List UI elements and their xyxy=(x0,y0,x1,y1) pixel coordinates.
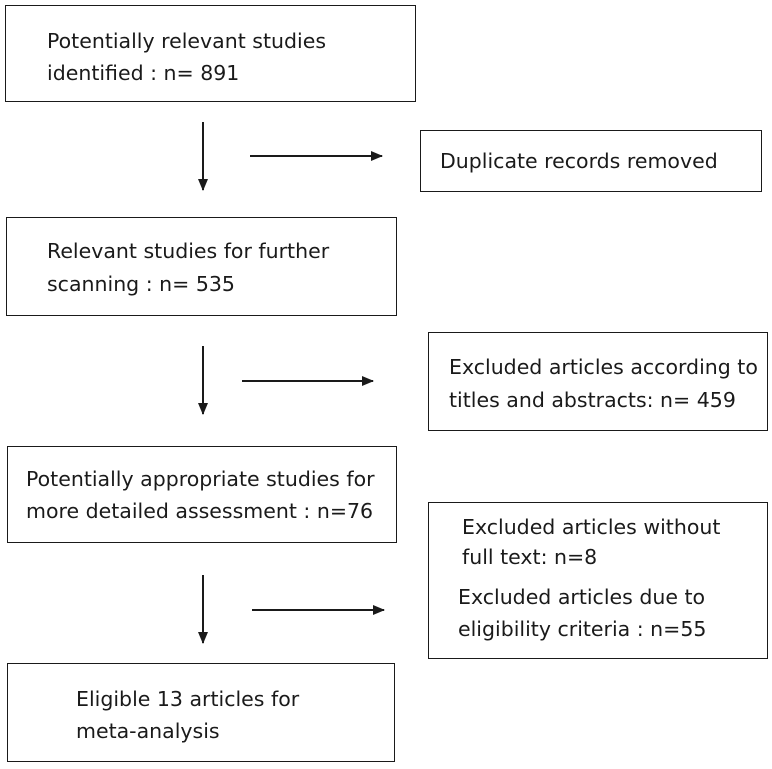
box-duplicates-removed xyxy=(420,130,762,192)
identified-line2: identified : n= 891 xyxy=(47,61,240,85)
excluded-eligibility-line1: Excluded articles due to xyxy=(458,585,706,609)
box-excluded-titles xyxy=(428,332,768,431)
excluded-titles-line1: Excluded articles according to xyxy=(449,355,758,379)
eligible-line2: meta-analysis xyxy=(76,719,220,743)
box-further-scanning xyxy=(6,217,397,316)
box-detailed-assessment xyxy=(7,446,397,543)
identified-line1: Potentially relevant studies xyxy=(47,29,327,53)
box-identified xyxy=(5,5,416,102)
scanning-line2: scanning : n= 535 xyxy=(47,272,235,296)
box-eligible-articles xyxy=(7,663,395,762)
assessment-line2: more detailed assessment : n=76 xyxy=(26,499,374,523)
eligible-line1: Eligible 13 articles for xyxy=(76,687,300,711)
excluded-eligibility-line2: eligibility criteria : n=55 xyxy=(458,617,707,641)
excluded-fulltext-line2: full text: n=8 xyxy=(462,545,598,569)
box-excluded-fulltext xyxy=(428,502,768,659)
scanning-line1: Relevant studies for further xyxy=(47,239,330,263)
excluded-titles-line2: titles and abstracts: n= 459 xyxy=(449,388,736,412)
duplicates-line1: Duplicate records removed xyxy=(440,149,718,173)
excluded-fulltext-line1: Excluded articles without xyxy=(462,515,721,539)
assessment-line1: Potentially appropriate studies for xyxy=(26,467,375,491)
